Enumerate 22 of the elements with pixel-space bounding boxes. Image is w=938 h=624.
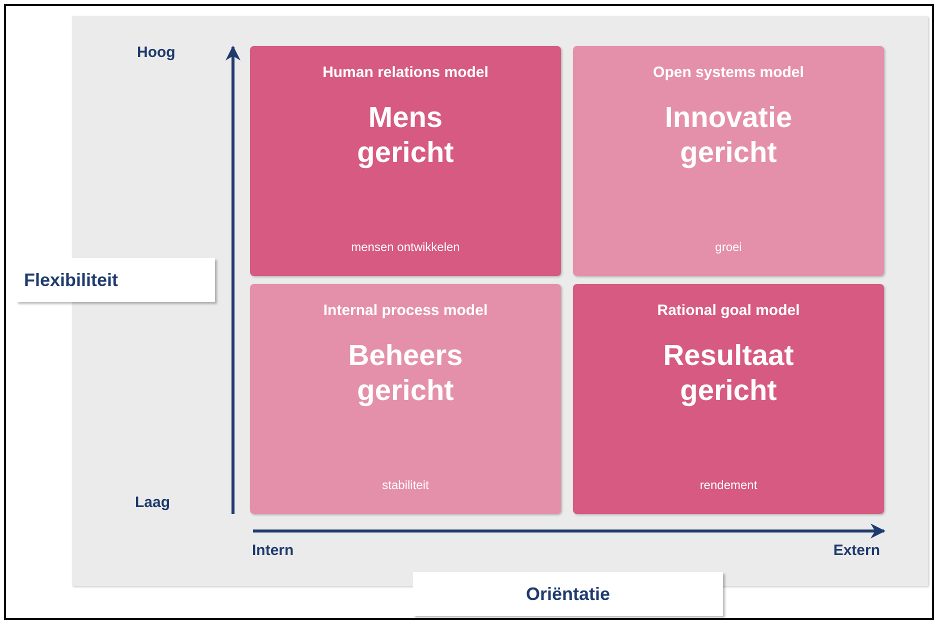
quadrant-subtitle: stabiliteit — [382, 478, 429, 492]
quadrant-heading: Beheers gericht — [348, 339, 463, 409]
axis-label: Extern — [833, 542, 880, 559]
model-title: Rational goal model — [657, 302, 800, 319]
quadrant-subtitle: mensen ontwikkelen — [351, 240, 460, 254]
axis-title: Flexibiliteit — [16, 258, 215, 302]
quadrant-box — [573, 284, 884, 514]
axis-label: Intern — [252, 542, 294, 559]
quadrant-heading: Resultaat gericht — [663, 339, 794, 409]
quadrant-heading: Mens gericht — [357, 101, 454, 171]
quadrant-box — [573, 46, 884, 276]
quadrant-subtitle: rendement — [700, 478, 758, 492]
axis-label: Laag — [135, 494, 170, 511]
quadrant-box — [250, 284, 561, 514]
model-title: Human relations model — [322, 64, 488, 81]
axis-title: Oriëntatie — [413, 572, 723, 616]
quadrant-subtitle: groei — [715, 240, 742, 254]
model-title: Open systems model — [653, 64, 804, 81]
model-title: Internal process model — [323, 302, 488, 319]
quadrant-heading: Innovatie gericht — [664, 101, 792, 171]
axis-label: Hoog — [137, 44, 176, 61]
quadrant-box — [250, 46, 561, 276]
